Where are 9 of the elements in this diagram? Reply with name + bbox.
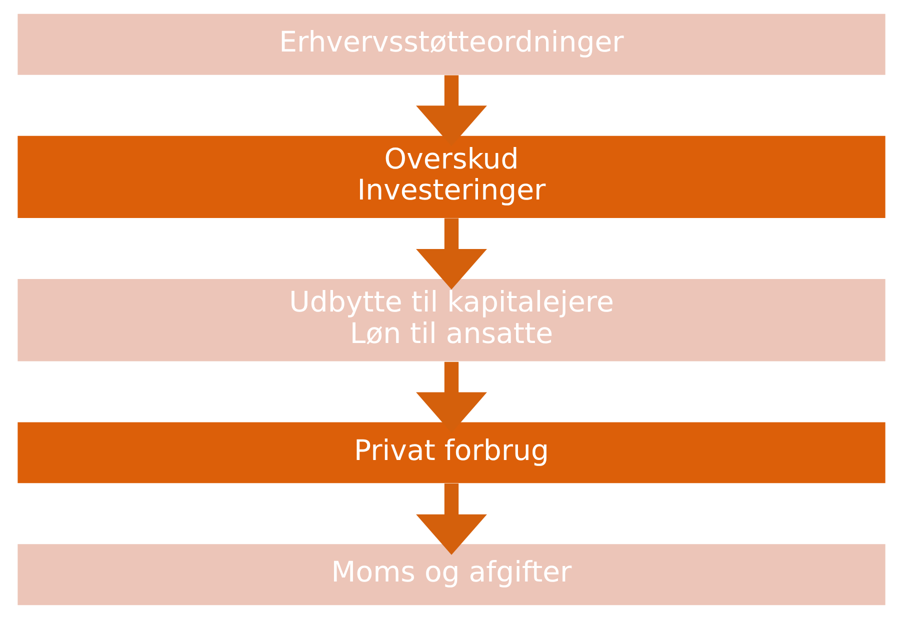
arrow <box>416 362 486 433</box>
arrow <box>416 218 486 290</box>
node-box: Privat forbrug <box>17 422 885 484</box>
node-box: Udbytte til kapitalejere Løn til ansatte <box>17 279 885 362</box>
arrow <box>416 75 486 146</box>
node-box: Overskud Investeringer <box>17 136 885 218</box>
node-box: Moms og afgifter <box>17 544 885 606</box>
node-box: Erhvervsstøtteordninger <box>17 14 885 75</box>
arrow <box>416 484 486 555</box>
